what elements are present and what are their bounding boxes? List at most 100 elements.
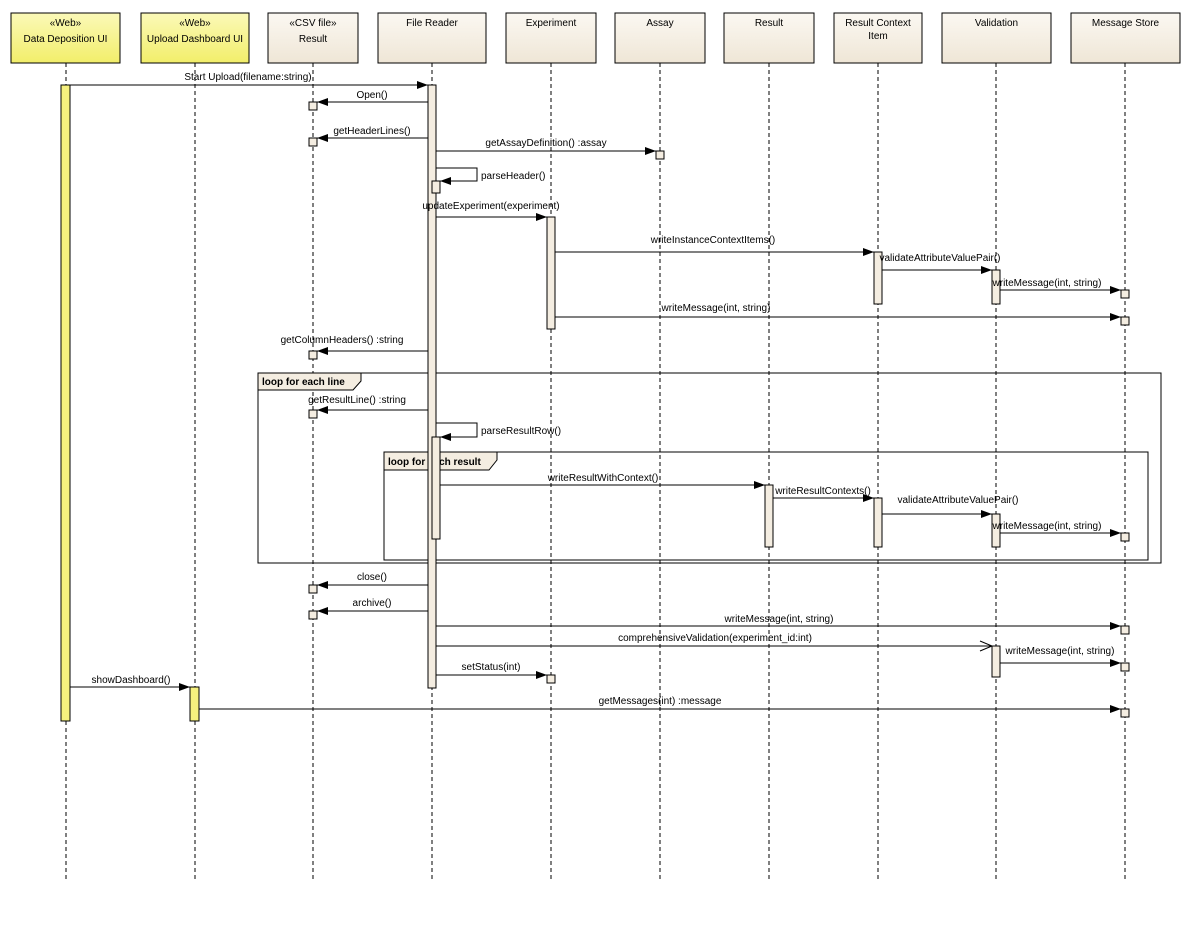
message-comprehensive-validation: comprehensiveValidation(experiment_id:in… — [436, 633, 994, 652]
participant-stereotype: «Web» — [50, 18, 82, 29]
message-write-result-contexts: writeResultContexts() — [773, 486, 874, 502]
message-write-instance-context-items: writeInstanceContextItems() — [555, 235, 874, 256]
participant-data-deposition-ui: «Web» Data Deposition UI — [10, 12, 121, 64]
message-label: getColumnHeaders() :string — [281, 335, 404, 346]
participant-stereotype: «Web» — [179, 18, 211, 29]
message-label: writeMessage(int, string) — [992, 521, 1102, 532]
message-label: getAssayDefinition() :assay — [485, 138, 606, 149]
participant-name: Experiment — [526, 18, 577, 29]
message-validate-attribute-value-pair-1: validateAttributeValuePair() — [880, 253, 1001, 274]
participant-stereotype: «CSV file» — [289, 18, 337, 29]
message-write-result-with-context: writeResultWithContext() — [440, 473, 765, 489]
message-get-messages: getMessages(int) :message — [199, 696, 1121, 713]
frame-label: loop for each line — [262, 377, 345, 388]
message-get-assay-definition: getAssayDefinition() :assay — [436, 138, 656, 155]
message-get-header-lines: getHeaderLines() — [317, 126, 428, 142]
message-label: getHeaderLines() — [333, 126, 410, 137]
call-endpoint — [1120, 316, 1130, 326]
message-label: updateExperiment(experiment) — [422, 201, 559, 212]
loop-frame-each-line: loop for each line — [257, 372, 1162, 564]
participant-name: Assay — [646, 18, 673, 29]
messages: Start Upload(filename:string) Open() get… — [70, 72, 1121, 713]
activation-bar — [764, 484, 774, 548]
call-endpoint — [1120, 625, 1130, 635]
participant-result: Result — [723, 12, 815, 64]
message-label: writeMessage(int, string) — [724, 614, 834, 625]
message-label: setStatus(int) — [462, 662, 521, 673]
participant-message-store: Message Store — [1070, 12, 1181, 64]
call-endpoint — [308, 350, 318, 360]
message-label: parseHeader() — [481, 171, 545, 182]
message-label: writeMessage(int, string) — [992, 278, 1102, 289]
participant-result-csv-file: «CSV file» Result — [267, 12, 359, 64]
call-endpoint — [308, 584, 318, 594]
participant-name: File Reader — [406, 18, 458, 29]
message-label: writeMessage(int, string) — [1005, 646, 1115, 657]
call-endpoint — [546, 674, 556, 684]
call-endpoint — [1120, 662, 1130, 672]
message-get-result-line: getResultLine() :string — [308, 395, 428, 414]
message-close: close() — [317, 572, 428, 589]
activation-bar — [546, 216, 556, 330]
message-label: getResultLine() :string — [308, 395, 406, 406]
participant-name: Data Deposition UI — [24, 34, 108, 45]
message-label: writeInstanceContextItems() — [650, 235, 776, 246]
activation-bar — [991, 513, 1001, 548]
participant-name: Upload Dashboard UI — [147, 34, 243, 45]
call-endpoint — [308, 409, 318, 419]
activation-bar — [873, 251, 883, 305]
call-endpoint — [1120, 289, 1130, 299]
message-label: validateAttributeValuePair() — [898, 495, 1019, 506]
message-label: writeResultContexts() — [774, 486, 871, 497]
message-write-message-2: writeMessage(int, string) — [555, 303, 1121, 321]
activation-bar — [873, 497, 883, 548]
message-show-dashboard: showDashboard() — [70, 675, 190, 691]
participant-validation: Validation — [941, 12, 1052, 64]
activation-bar — [991, 269, 1001, 305]
activation-bar — [431, 180, 441, 194]
participant-upload-dashboard-ui: «Web» Upload Dashboard UI — [140, 12, 250, 64]
call-endpoint — [655, 150, 665, 160]
lifelines — [65, 63, 1126, 880]
message-parse-header: parseHeader() — [436, 167, 545, 185]
message-write-message-5: writeMessage(int, string) — [1000, 646, 1121, 667]
message-set-status: setStatus(int) — [436, 662, 547, 679]
message-label: writeMessage(int, string) — [661, 303, 771, 314]
activations — [60, 84, 1001, 722]
activation-bar — [60, 84, 71, 722]
activation-bar — [427, 84, 437, 689]
message-open: Open() — [317, 90, 428, 106]
call-endpoint — [308, 101, 318, 111]
message-label: archive() — [353, 598, 392, 609]
activation-bar — [991, 645, 1001, 678]
message-write-message-1: writeMessage(int, string) — [992, 278, 1121, 294]
message-label: writeResultWithContext() — [547, 473, 659, 484]
participant-name: Validation — [975, 18, 1018, 29]
message-write-message-4: writeMessage(int, string) — [436, 614, 1121, 630]
message-validate-attribute-value-pair-2: validateAttributeValuePair() — [882, 495, 1019, 518]
message-label: Open() — [356, 90, 387, 101]
participant-name: Result — [755, 18, 784, 29]
call-endpoint — [308, 137, 318, 147]
call-endpoints — [308, 101, 1130, 718]
message-parse-result-row: parseResultRow() — [436, 422, 561, 441]
message-update-experiment: updateExperiment(experiment) — [422, 201, 560, 221]
message-label: showDashboard() — [92, 675, 171, 686]
message-label: getMessages(int) :message — [599, 696, 722, 707]
call-endpoint — [1120, 708, 1130, 718]
call-endpoint — [308, 610, 318, 620]
message-label: comprehensiveValidation(experiment_id:in… — [618, 633, 812, 644]
message-start-upload: Start Upload(filename:string) — [70, 72, 428, 89]
participant-name: Result — [299, 34, 328, 45]
message-label: validateAttributeValuePair() — [880, 253, 1001, 264]
message-label: parseResultRow() — [481, 426, 561, 437]
message-label: Start Upload(filename:string) — [184, 72, 311, 83]
participant-file-reader: File Reader — [377, 12, 487, 64]
participant-experiment: Experiment — [505, 12, 597, 64]
message-label: close() — [357, 572, 387, 583]
participant-assay: Assay — [614, 12, 706, 64]
activation-bar — [189, 686, 200, 722]
